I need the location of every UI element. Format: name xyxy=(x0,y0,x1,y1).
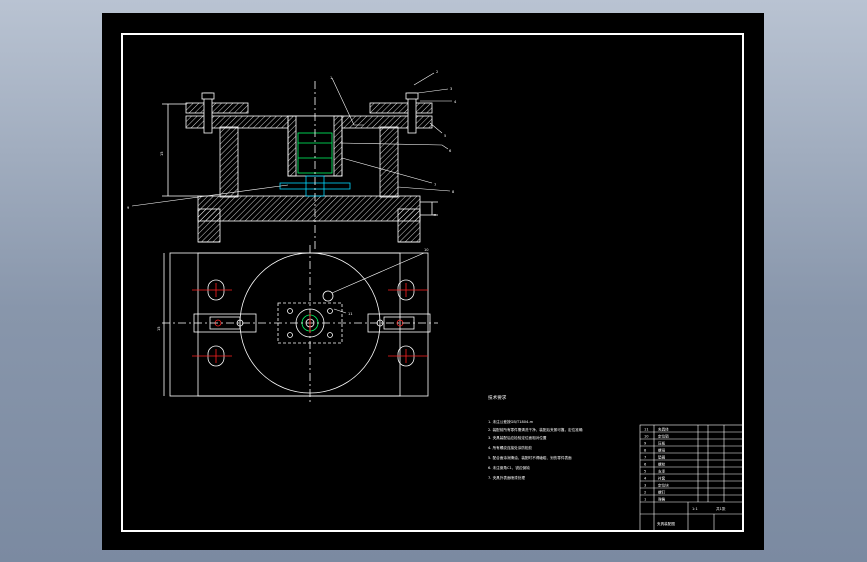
parts-row-number: 9 xyxy=(644,442,647,446)
parts-row-name: 定位销 xyxy=(658,434,669,439)
notes-heading: 技术要求 xyxy=(488,394,507,401)
balloon-8: 8 xyxy=(452,190,455,194)
note-1: 1. 未注公差按GB/T1804-m xyxy=(488,419,534,424)
parts-row-name: 压板 xyxy=(658,441,666,446)
parts-row-number: 5 xyxy=(644,470,646,474)
parts-list: 11 夹具体 10 定位销 9 压板 8 螺母 7 垫圈 6 螺栓 5 支承 4 衬套 3 定位块 2 螺钉 1 弹簧 xyxy=(640,427,743,502)
parts-row-name: 螺钉 xyxy=(658,490,666,495)
title-scale: 1:1 xyxy=(692,507,698,511)
parts-row-number: 3 xyxy=(644,484,646,488)
parts-row-name: 螺母 xyxy=(658,448,666,453)
left-column xyxy=(219,126,239,198)
parts-row-name: 弹簧 xyxy=(658,497,666,502)
parts-row-number: 7 xyxy=(644,456,646,460)
parts-row-number: 11 xyxy=(644,428,649,432)
note-5: 5. 配合面涂润滑油，装配时不得磕碰、划伤零件表面 xyxy=(488,455,572,460)
note-4: 4. 所有螺纹连接处涂防松胶 xyxy=(488,445,533,450)
plan-base-outline xyxy=(169,252,429,397)
parts-row-number: 6 xyxy=(644,463,647,467)
base-plate xyxy=(197,195,421,222)
front-section-view xyxy=(162,81,438,251)
right-column xyxy=(379,126,399,198)
balloon-6: 6 xyxy=(449,149,452,153)
dim-base-gap: 8 xyxy=(433,213,437,216)
balloon-10: 10 xyxy=(424,248,429,252)
note-6: 6. 未注倒角C1，锐边倒钝 xyxy=(488,465,530,470)
parts-row-name: 螺栓 xyxy=(658,462,666,467)
drawing-border xyxy=(121,33,744,532)
parts-row-number: 1 xyxy=(644,498,646,502)
title-sheet: 共1张 xyxy=(716,506,726,511)
parts-row-number: 2 xyxy=(644,491,646,495)
title-block xyxy=(639,424,744,532)
plan-view xyxy=(162,245,438,403)
plan-red-markers xyxy=(192,283,428,363)
parts-row-name: 衬套 xyxy=(658,476,666,481)
note-2: 2. 装配前所有零件需清洗干净，装配后夹紧可靠，定位准确 xyxy=(488,427,583,432)
balloon-9: 9 xyxy=(127,206,130,210)
drawing-canvas: 15 8 1 2 3 4 5 6 7 8 9 xyxy=(102,13,764,550)
parts-row-number: 8 xyxy=(644,449,647,453)
parts-row-name: 夹具体 xyxy=(658,427,669,432)
note-3: 3. 夹具装配后应检验定位面相对位置 xyxy=(488,435,547,440)
balloon-2: 2 xyxy=(436,70,438,74)
balloon-11: 11 xyxy=(348,312,353,316)
balloon-7: 7 xyxy=(434,183,436,187)
parts-row-name: 垫圈 xyxy=(658,455,666,460)
balloon-3: 3 xyxy=(450,87,452,91)
title-drawing-name: 夹具装配图 xyxy=(657,521,675,526)
parts-row-name: 定位块 xyxy=(658,483,669,488)
technical-notes: 技术要求 1. 未注公差按GB/T1804-m 2. 装配前所有零件需清洗干净，… xyxy=(488,394,583,480)
parts-row-number: 10 xyxy=(644,435,649,439)
balloon-5: 5 xyxy=(444,134,446,138)
parts-row-name: 支承 xyxy=(658,469,666,474)
balloon-4: 4 xyxy=(454,100,457,104)
dim-plan-width: 15 xyxy=(157,326,161,331)
balloon-1: 1 xyxy=(330,76,332,80)
assembly-drawing: 15 8 1 2 3 4 5 6 7 8 9 xyxy=(121,33,744,532)
note-7: 7. 夹具外表面喷漆处理 xyxy=(488,475,525,480)
leaders-front xyxy=(131,72,452,207)
dim-front-height: 15 xyxy=(160,151,164,156)
parts-row-number: 4 xyxy=(644,477,647,481)
locating-pin-plan xyxy=(322,290,334,302)
